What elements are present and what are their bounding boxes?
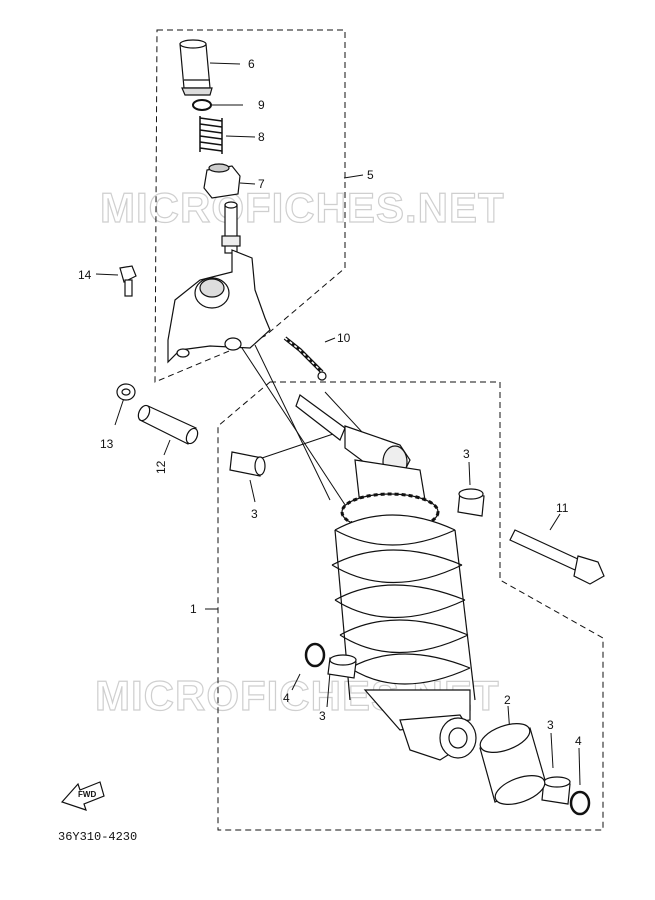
part-code: 36Y310-4230 xyxy=(58,830,137,844)
part-4-seal-right xyxy=(569,790,591,816)
fwd-label: FWD xyxy=(78,790,96,799)
callout-11: 11 xyxy=(556,501,569,515)
part-2-bushing xyxy=(479,723,546,805)
callout-4-left: 4 xyxy=(283,691,290,705)
part-7-knob xyxy=(203,163,241,199)
part-14-bolt xyxy=(119,265,137,297)
callout-7: 7 xyxy=(258,177,265,191)
callout-9: 9 xyxy=(258,98,265,112)
part-4-seal-left xyxy=(304,642,326,668)
callout-13: 13 xyxy=(100,437,114,451)
callout-6: 6 xyxy=(248,57,255,71)
callout-8: 8 xyxy=(258,130,265,144)
callout-5: 5 xyxy=(367,168,374,182)
callout-3-lower-right: 3 xyxy=(547,718,554,732)
callout-4-right: 4 xyxy=(575,734,582,748)
part-1-shock-absorber xyxy=(295,394,477,761)
callout-1: 1 xyxy=(190,602,197,616)
callout-12: 12 xyxy=(154,460,168,474)
callout-3-lower-left: 3 xyxy=(319,709,326,723)
callout-3-upper-left: 3 xyxy=(251,507,258,521)
part-3-collar-upper-left xyxy=(229,451,266,477)
part-10-hose xyxy=(283,336,327,381)
part-9-washer xyxy=(192,99,212,111)
part-3-collar-lower-right xyxy=(541,776,571,805)
callout-2: 2 xyxy=(504,693,511,707)
part-3-collar-upper-right xyxy=(457,488,485,517)
callout-14: 14 xyxy=(78,268,92,282)
part-11-bolt xyxy=(509,529,605,585)
callout-3-upper-right: 3 xyxy=(463,447,470,461)
part-6-cap xyxy=(179,39,213,96)
fwd-arrow-icon: FWD xyxy=(60,781,105,811)
part-12-sleeve xyxy=(137,404,199,445)
part-3-collar-lower-left xyxy=(327,654,357,679)
part-13-nut xyxy=(116,383,136,401)
part-8-spring xyxy=(199,116,223,154)
callout-10: 10 xyxy=(337,331,351,345)
dashed-box-lower xyxy=(217,381,604,831)
watermark-top: MICROFICHES.NET xyxy=(100,184,505,231)
part-5-adjuster-assembly xyxy=(167,201,271,364)
